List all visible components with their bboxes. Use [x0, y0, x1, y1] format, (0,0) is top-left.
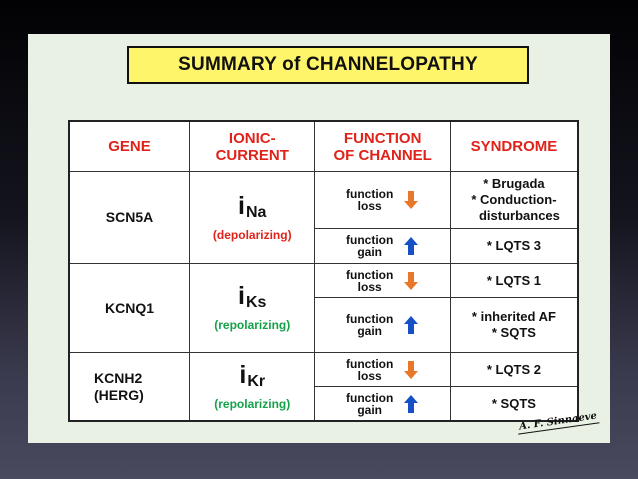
current-cell: iKr (repolarizing)	[188, 352, 316, 422]
current-cell: iNa (depolarizing)	[188, 171, 316, 264]
arrow-up-icon	[404, 237, 419, 255]
gene-cell: KCNQ1	[68, 263, 190, 353]
current-note: (repolarizing)	[214, 396, 291, 411]
gene-cell: KCNH2 (HERG)	[68, 352, 190, 422]
syndrome-cell: * SQTS	[449, 386, 579, 422]
arrow-up-icon	[404, 316, 419, 334]
arrow-up-icon	[404, 394, 419, 413]
current-symbol: iNa	[238, 191, 267, 221]
current-note: (repolarizing)	[214, 318, 291, 332]
syndrome-cell: * Brugada * Conduction- disturbances	[449, 171, 579, 229]
arrow-down-icon	[404, 360, 419, 379]
syndrome-cell: * LQTS 2	[449, 352, 579, 387]
current-cell: iKs (repolarizing)	[188, 263, 316, 353]
header-ionic-current: IONIC-CURRENT	[188, 120, 316, 172]
header-gene: GENE	[68, 120, 190, 172]
slide-title: SUMMARY of CHANNELOPATHY	[127, 46, 529, 84]
current-note: (depolarizing)	[212, 227, 292, 242]
syndrome-cell: * LQTS 1	[449, 263, 579, 298]
syndrome-cell: * LQTS 3	[449, 228, 579, 264]
slide: SUMMARY of CHANNELOPATHY GENE IONIC-CURR…	[28, 34, 610, 443]
gene-cell: SCN5A	[68, 171, 190, 264]
current-symbol: iKr	[239, 360, 266, 390]
syndrome-cell: * inherited AF * SQTS	[449, 297, 579, 353]
table-row: KCNH2 (HERG) iKr (repolarizing) function…	[68, 352, 579, 422]
arrow-down-icon	[404, 271, 419, 290]
header-syndrome: SYNDROME	[449, 120, 579, 172]
arrow-down-icon	[404, 191, 419, 209]
current-symbol: iKs	[238, 282, 267, 312]
